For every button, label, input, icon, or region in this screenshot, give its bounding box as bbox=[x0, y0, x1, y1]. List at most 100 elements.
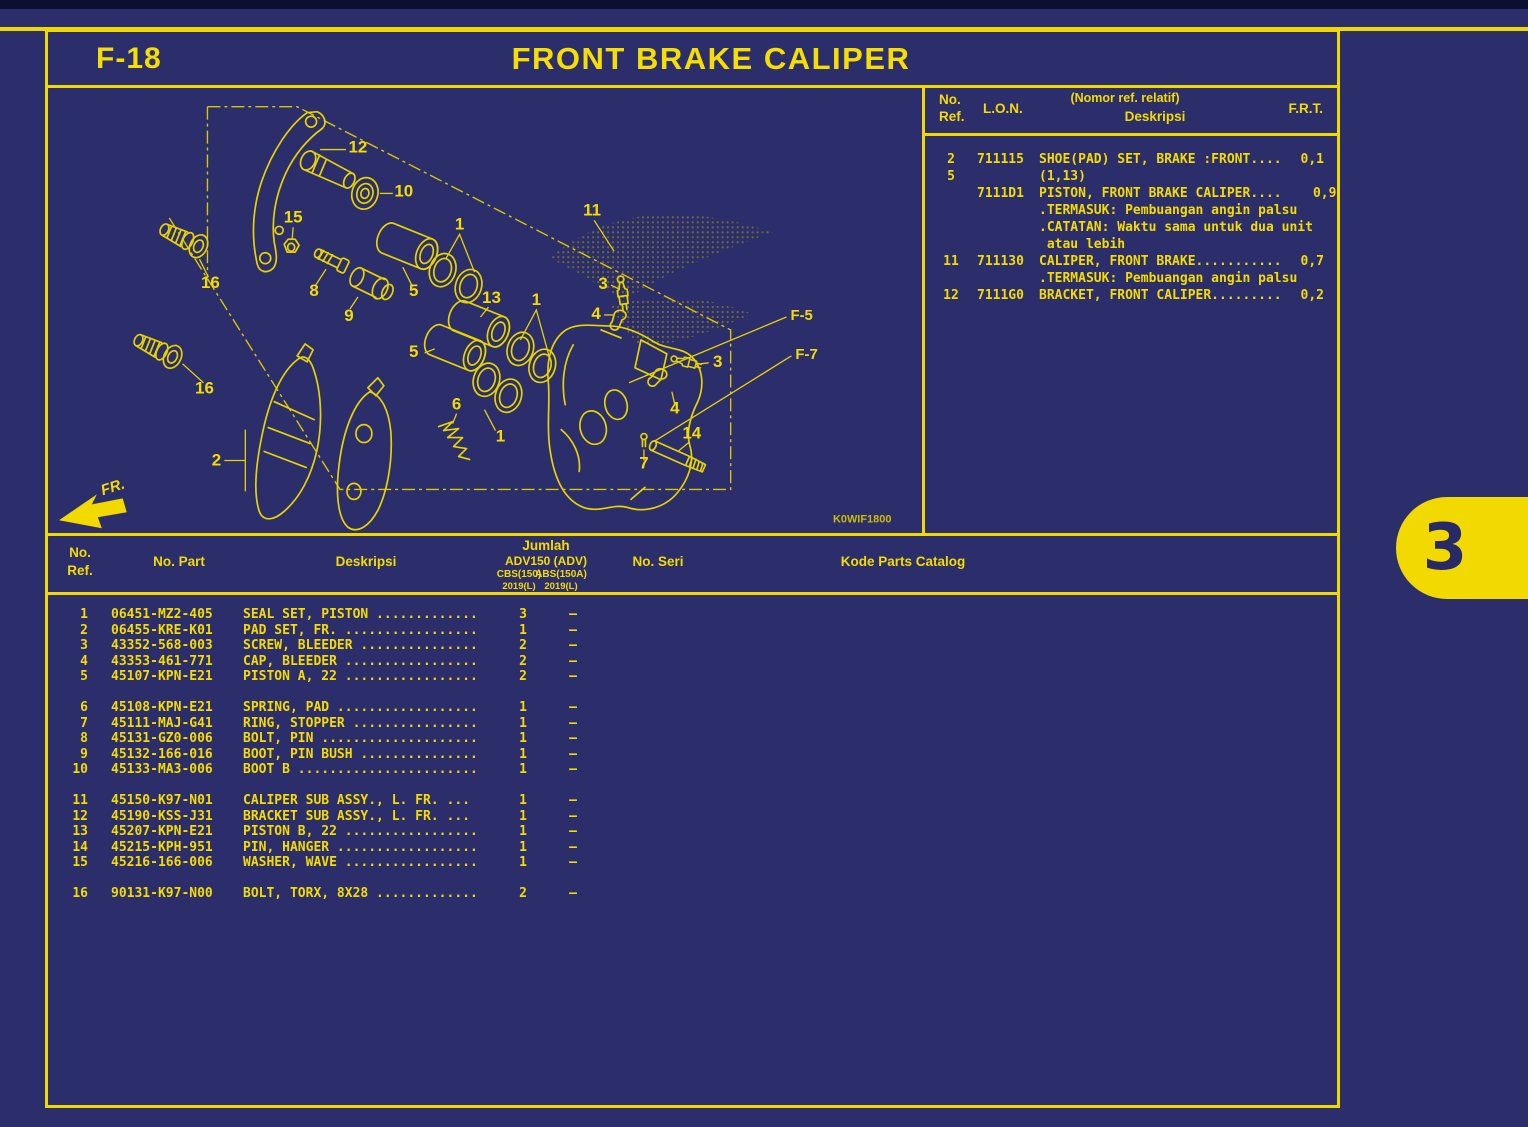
col-qty-abs: – bbox=[569, 762, 577, 778]
page-index-tab-number: 3 bbox=[1422, 511, 1468, 585]
pin-bolt-glyph bbox=[313, 248, 350, 274]
front-direction-arrow bbox=[58, 494, 127, 529]
callout-fr: FR. bbox=[99, 476, 127, 500]
col-deskripsi: PIN, HANGER .................. bbox=[243, 839, 478, 855]
pad-spring-glyph bbox=[437, 420, 471, 461]
col-header-no-seri: No. Seri bbox=[632, 554, 684, 569]
col-qty-cbs: 1 bbox=[519, 855, 527, 871]
callout-7: 7 bbox=[639, 453, 648, 472]
callout-3: 3 bbox=[713, 352, 722, 371]
col-qty-cbs: 1 bbox=[519, 731, 527, 747]
col-header-kode: Kode Parts Catalog bbox=[840, 554, 966, 569]
col-header-year-abs: 2019(L) bbox=[544, 581, 578, 592]
col-qty-abs: – bbox=[569, 792, 577, 808]
col-deskripsi: BRACKET SUB ASSY., L. FR. ... bbox=[243, 808, 470, 824]
brake-pad-glyph bbox=[336, 376, 393, 531]
callout-11: 11 bbox=[583, 200, 601, 219]
torx-bolt-glyph bbox=[154, 216, 213, 262]
callout-f-7: F-7 bbox=[795, 346, 817, 363]
col-qty-abs: – bbox=[569, 699, 577, 715]
col-deskripsi: PISTON B, 22 ................. bbox=[243, 824, 478, 840]
col-header-nomor: (Nomor ref. relatif) bbox=[1070, 91, 1180, 105]
boot-glyph bbox=[349, 266, 394, 301]
col-qty-cbs: 2 bbox=[519, 638, 527, 654]
reference-panel: No. Ref. L.O.N. (Nomor ref. relatif) Des… bbox=[922, 88, 1337, 533]
table-row: 12 45190-KSS-J31 BRACKET SUB ASSY., L. FR.… bbox=[48, 809, 1337, 825]
callout-f-5: F-5 bbox=[790, 307, 812, 324]
col-no-part: 45190-KSS-J31 bbox=[111, 808, 213, 824]
slide-pin-glyph bbox=[299, 150, 356, 189]
callout-15: 15 bbox=[284, 207, 303, 226]
col-no-ref: 7 bbox=[80, 715, 88, 731]
col-qty-abs: – bbox=[569, 731, 577, 747]
col-no-ref: 11 bbox=[72, 792, 88, 808]
col-no-part: 45107-KPN-E21 bbox=[111, 669, 213, 685]
col-qty-abs: – bbox=[569, 885, 577, 901]
col-frt: 0,7 bbox=[1300, 254, 1324, 269]
col-no-ref: 10 bbox=[72, 762, 88, 778]
col-qty-cbs: 1 bbox=[519, 808, 527, 824]
col-no-ref: 12 bbox=[943, 288, 959, 303]
col-no-part: 90131-K97-N00 bbox=[111, 885, 213, 901]
halftone-watermark bbox=[549, 214, 773, 346]
col-no-part: 45131-GZ0-006 bbox=[111, 731, 213, 747]
col-deskripsi: BRACKET, FRONT CALIPER......... bbox=[1039, 288, 1282, 303]
col-no-part: 45133-MA3-006 bbox=[111, 762, 213, 778]
col-no-ref: 14 bbox=[72, 839, 88, 855]
callout-1: 1 bbox=[455, 214, 464, 233]
page-title: FRONT BRAKE CALIPER bbox=[511, 41, 911, 76]
piston-glyph bbox=[443, 296, 515, 352]
page-index-tab[interactable]: 3 bbox=[1396, 497, 1528, 599]
callout-12: 12 bbox=[349, 138, 368, 157]
col-no-ref bbox=[925, 185, 977, 253]
caliper-body-glyph bbox=[547, 324, 703, 511]
col-header-lon: L.O.N. bbox=[983, 101, 1023, 116]
col-qty-abs: – bbox=[569, 638, 577, 654]
col-qty-cbs: 1 bbox=[519, 746, 527, 762]
exploded-diagram: 121015168951131561216113434714F-5F-7K0WI… bbox=[58, 106, 891, 531]
col-no-ref: 4 bbox=[80, 653, 88, 669]
col-header-no: No. bbox=[939, 92, 961, 107]
col-no-ref: 12 bbox=[72, 808, 88, 824]
col-no-part: 43353-461-771 bbox=[111, 653, 213, 669]
callout-3: 3 bbox=[598, 274, 607, 293]
callout-10: 10 bbox=[394, 181, 413, 200]
stopper-ring-glyph bbox=[640, 432, 648, 448]
col-header-jumlah: Jumlah bbox=[522, 538, 570, 553]
col-deskripsi: CALIPER SUB ASSY., L. FR. ... bbox=[243, 792, 470, 808]
col-qty-cbs: 2 bbox=[519, 885, 527, 901]
col-no-part: 06455-KRE-K01 bbox=[111, 622, 213, 638]
col-no-part: 43352-568-003 bbox=[111, 638, 213, 654]
col-qty-cbs: 2 bbox=[519, 653, 527, 669]
col-no-ref: 9 bbox=[80, 746, 88, 762]
col-deskripsi: CALIPER, FRONT BRAKE........... .TERMASU… bbox=[1039, 254, 1298, 286]
col-deskripsi: BOLT, TORX, 8X28 ............. bbox=[243, 885, 478, 901]
col-deskripsi: CAP, BLEEDER ................. bbox=[243, 653, 478, 669]
col-qty-cbs: 1 bbox=[519, 762, 527, 778]
col-no-ref: 1 bbox=[80, 607, 88, 622]
col-qty-abs: – bbox=[569, 622, 577, 638]
col-header-deskripsi: Deskripsi bbox=[335, 554, 397, 569]
callout-8: 8 bbox=[309, 281, 318, 300]
col-qty-cbs: 1 bbox=[519, 839, 527, 855]
callout-5: 5 bbox=[409, 342, 418, 361]
col-deskripsi: BOOT, PIN BUSH ............... bbox=[243, 746, 478, 762]
table-row: 4 43353-461-771 CAP, BLEEDER .............… bbox=[48, 654, 1337, 670]
col-no-ref: 2 bbox=[80, 622, 88, 638]
